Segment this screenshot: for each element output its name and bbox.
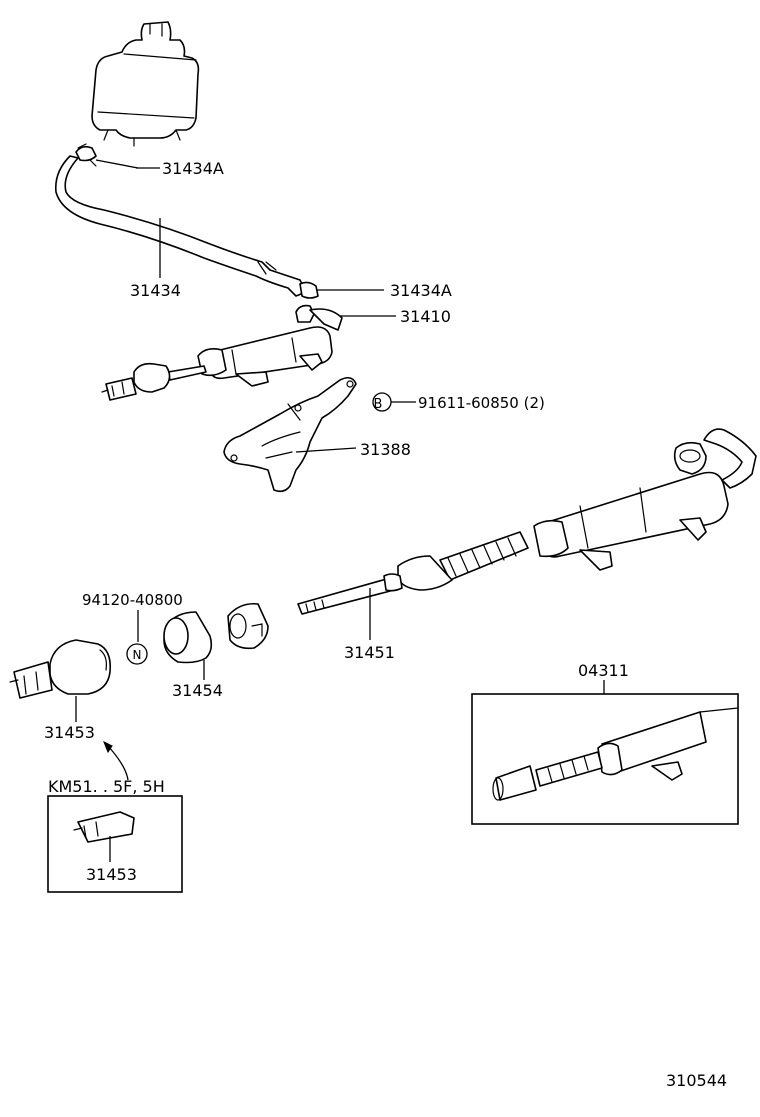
- inset-box: [47, 795, 183, 893]
- label-31453: 31453: [44, 723, 95, 742]
- damper[interactable]: [163, 611, 213, 664]
- hose-clamp-mid[interactable]: [299, 281, 319, 299]
- label-04311: 04311: [578, 661, 629, 680]
- hose-clamp-top[interactable]: [75, 143, 97, 167]
- diagram-code: 310544: [666, 1071, 727, 1090]
- label-31434A-top: 31434A: [162, 159, 224, 178]
- clevis[interactable]: [9, 639, 112, 699]
- bushing[interactable]: [227, 602, 269, 650]
- leader-lines: [75, 159, 605, 862]
- push-rod[interactable]: [297, 555, 453, 615]
- inset-pointer-arrow: [103, 740, 129, 781]
- label-91611-60850: 91611-60850 (2): [418, 394, 545, 412]
- nut-symbol-n: N: [133, 648, 142, 662]
- detail-box: [471, 693, 739, 825]
- reservoir-hose[interactable]: [54, 155, 307, 297]
- label-94120-40800: 94120-40800: [82, 591, 183, 609]
- label-31451: 31451: [344, 643, 395, 662]
- nut[interactable]: [126, 643, 148, 665]
- reservoir-tank[interactable]: [91, 21, 200, 147]
- inset-model-label: KM51. . 5F, 5H: [48, 777, 165, 796]
- push-rod-upper[interactable]: [101, 362, 207, 401]
- bolt-symbol-b: B: [374, 397, 383, 412]
- label-31388: 31388: [360, 440, 411, 459]
- label-31434: 31434: [130, 281, 181, 300]
- cylinder-assembly-large[interactable]: [533, 428, 757, 571]
- label-31454: 31454: [172, 681, 223, 700]
- bolt-callout: [372, 392, 416, 412]
- clutch-master-cylinder[interactable]: [197, 304, 343, 387]
- boot-bellows[interactable]: [439, 531, 529, 581]
- inset-label-31453: 31453: [86, 865, 137, 884]
- label-31410: 31410: [400, 307, 451, 326]
- mounting-bracket[interactable]: [223, 376, 357, 493]
- label-31434A-mid: 31434A: [390, 281, 452, 300]
